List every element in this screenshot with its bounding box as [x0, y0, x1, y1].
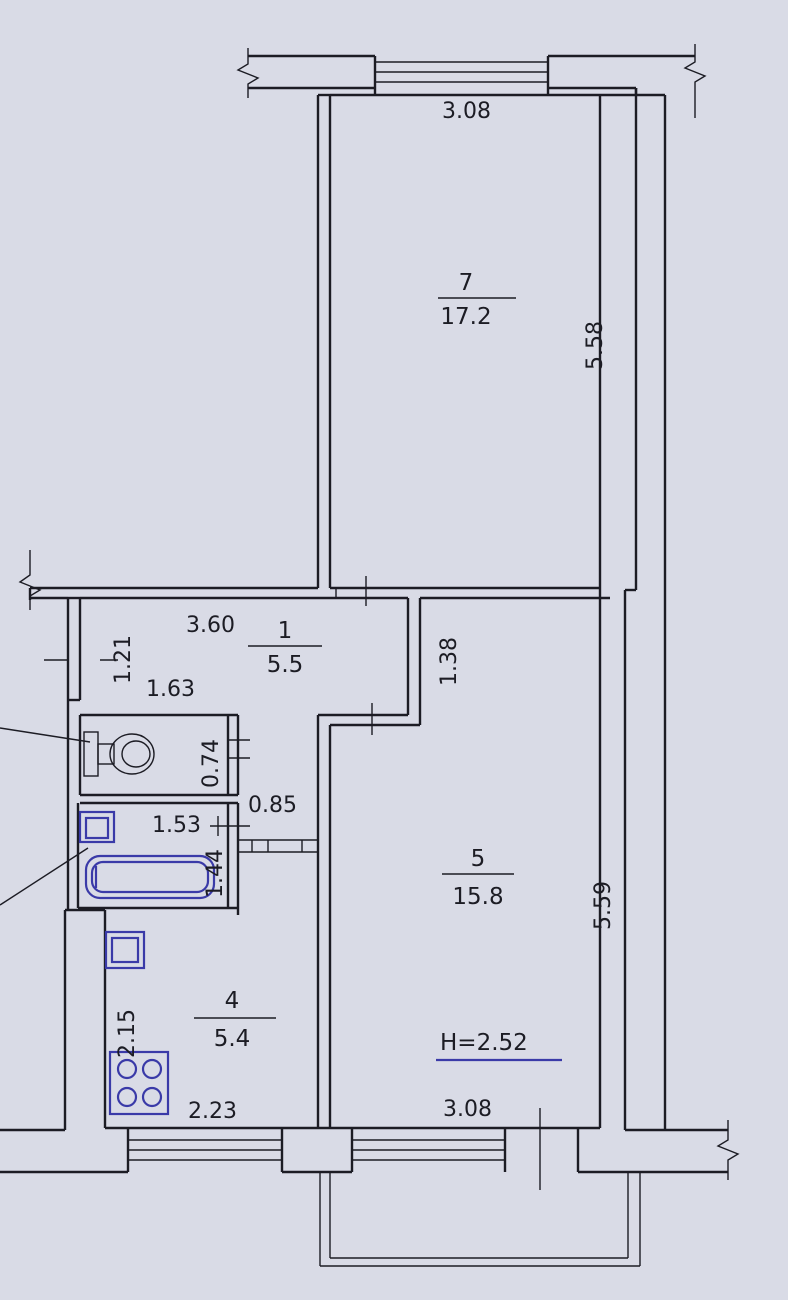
bath-depth: 1.44	[203, 849, 228, 898]
corridor-width: 0.85	[248, 793, 297, 818]
bathtub-icon	[84, 854, 216, 900]
room4-area: 5.4	[214, 1026, 251, 1052]
room5-length: 5.59	[591, 881, 616, 930]
balcony	[319, 1172, 641, 1267]
room7-number: 7	[459, 270, 474, 296]
toilet-icon	[83, 731, 155, 777]
sink-icon	[78, 810, 116, 844]
wc-depth: 0.74	[199, 739, 224, 788]
room1-side: 1.38	[437, 637, 462, 686]
bottom-windows	[128, 1139, 505, 1161]
room7-length: 5.58	[583, 321, 608, 370]
bath-width: 1.53	[152, 813, 201, 838]
walls	[0, 44, 740, 1267]
room7-area: 17.2	[440, 304, 491, 330]
room7-width: 3.08	[442, 99, 491, 124]
radiator-icon	[104, 930, 146, 970]
room5-number: 5	[471, 846, 486, 872]
room1-number: 1	[278, 618, 293, 644]
ceiling-height: H=2.52	[440, 1030, 528, 1056]
room1-depth: 1.21	[111, 635, 136, 684]
room4-number: 4	[225, 988, 240, 1014]
room5-width: 3.08	[443, 1097, 492, 1122]
stove-icon	[108, 1050, 170, 1116]
room1-length: 1.63	[146, 677, 195, 702]
room1-width: 3.60	[186, 613, 235, 638]
room5-area: 15.8	[452, 884, 503, 910]
room4-width: 2.23	[188, 1099, 237, 1124]
room4-length: 2.15	[115, 1009, 140, 1058]
room1-area: 5.5	[267, 652, 304, 678]
top-window	[375, 61, 548, 83]
